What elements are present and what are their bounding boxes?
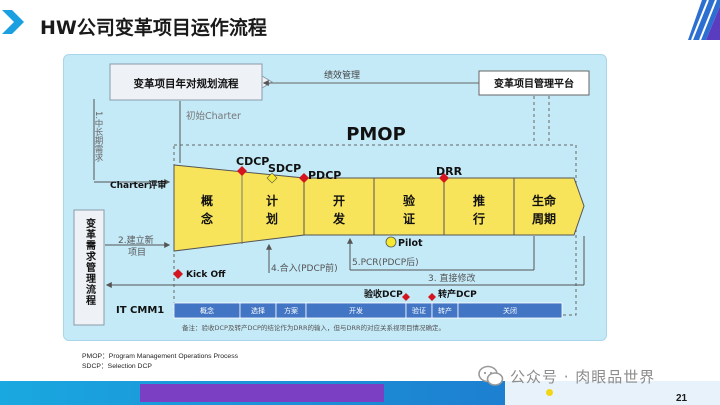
- footnotes: PMOP：Program Management Operations Proce…: [82, 352, 238, 372]
- phase-label-lifecycle-2: 周期: [532, 211, 556, 226]
- pdcp-label: PDCP: [308, 169, 341, 182]
- cdcp-diamond: [237, 166, 247, 176]
- wechat-icon: [478, 365, 504, 386]
- phase-label-concept-2: 念: [201, 211, 213, 226]
- pilot-label: Pilot: [398, 238, 423, 249]
- itcmm-text-close: 关闭: [503, 306, 517, 315]
- new-project-label-1: 2.建立新: [118, 234, 154, 246]
- phase-label-develop-1: 开: [333, 194, 345, 208]
- annual-plan-arrow-tip: [261, 75, 273, 89]
- itcmm-text-develop: 开发: [349, 306, 363, 315]
- pilot-circle: [385, 236, 397, 248]
- itcmm-cell-close: [457, 302, 563, 319]
- itcmm-text-verify: 验证: [412, 306, 426, 315]
- process-diagram-svg: 变革项目年对规划流程 变革项目管理平台 绩效管理 初始Charter 1.中长期…: [73, 63, 590, 332]
- itcmm-text-solution: 方案: [284, 306, 298, 315]
- new-project-label-2: 项目: [128, 247, 146, 258]
- itcmm-text-production: 转产: [438, 306, 452, 315]
- phase-rollout: [443, 177, 515, 236]
- itcmm-text-select: 选择: [251, 306, 265, 315]
- drr-label: DRR: [436, 165, 463, 178]
- acceptance-dcp-diamond: [402, 293, 410, 301]
- pcr-label: 5.PCR(PDCP后): [352, 257, 419, 268]
- drr-diamond: [439, 173, 449, 183]
- pmop-label: PMOP: [346, 124, 406, 145]
- phase-label-rollout-2: 行: [472, 211, 485, 226]
- sdcp-label: SDCP: [268, 162, 301, 175]
- change-req-box: [73, 209, 105, 326]
- production-dcp-diamond: [428, 293, 436, 301]
- mid-long-term-label: 1.中长期需求: [93, 111, 103, 162]
- direct-modify-label: 3. 直接修改: [428, 272, 475, 284]
- phase-verify: [373, 177, 445, 236]
- title-bar: HW公司变革项目运作流程: [0, 0, 720, 44]
- change-req-label: 变革需求管理流程: [84, 217, 96, 306]
- phase-label-rollout-1: 推: [473, 193, 485, 208]
- page-title: HW公司变革项目运作流程: [40, 17, 267, 39]
- sdcp-diamond: [266, 172, 278, 184]
- phase-label-lifecycle-1: 生命: [532, 193, 557, 208]
- platform-label: 变革项目管理平台: [494, 77, 574, 90]
- itcmm-row: 概念 选择 方案 开发 验证 转产 关闭: [173, 302, 563, 319]
- page-number: 21: [676, 393, 688, 404]
- phase-label-plan-2: 划: [266, 211, 278, 226]
- phase-label-verify-2: 证: [403, 212, 415, 226]
- diagram-note: 备注：验收DCP及转产DCP的结论作为DRR的输入，但与DRR的对应关系视项目情…: [182, 323, 445, 332]
- annual-plan-box: [109, 63, 263, 101]
- merge-in-label: 4.合入(PDCP前): [271, 262, 338, 274]
- acceptance-dcp-label: 验收DCP: [364, 288, 403, 300]
- corner-stripes-icon: [688, 0, 720, 40]
- phase-lifecycle: [513, 177, 585, 236]
- footnote-sdcp: SDCP：Selection DCP: [82, 363, 152, 370]
- production-dcp-label: 转产DCP: [438, 288, 477, 300]
- phase-label-plan-1: 计: [266, 193, 278, 208]
- pdcp-diamond: [299, 173, 309, 183]
- phase-label-concept-1: 概: [201, 193, 213, 208]
- cdcp-label: CDCP: [236, 155, 269, 168]
- itcmm-label: IT CMM1: [116, 305, 164, 316]
- phase-develop: [303, 177, 375, 236]
- phase-funnel: [173, 164, 305, 252]
- annual-plan-label: 变革项目年对规划流程: [134, 77, 239, 90]
- watermark-text: 公众号 · 肉眼品世界: [510, 367, 656, 386]
- bottom-dot: [546, 389, 553, 396]
- footnote-pmop: PMOP：Program Management Operations Proce…: [82, 353, 239, 360]
- kickoff-label: Kick Off: [186, 270, 226, 280]
- kickoff-diamond: [173, 269, 183, 279]
- perf-mgmt-label: 绩效管理: [324, 69, 360, 81]
- phase-label-develop-2: 发: [332, 211, 346, 226]
- process-diagram: 变革项目年对规划流程 变革项目管理平台 绩效管理 初始Charter 1.中长期…: [63, 54, 607, 341]
- initial-charter-label: 初始Charter: [186, 110, 241, 122]
- charter-review-label: Charter评审: [110, 179, 166, 191]
- watermark: 公众号 · 肉眼品世界: [478, 363, 655, 389]
- bottom-purple-bar: [140, 384, 384, 402]
- itcmm-text-concept: 概念: [200, 306, 214, 315]
- title-chevron-icon: [2, 10, 24, 34]
- phase-label-verify-1: 验: [403, 193, 416, 208]
